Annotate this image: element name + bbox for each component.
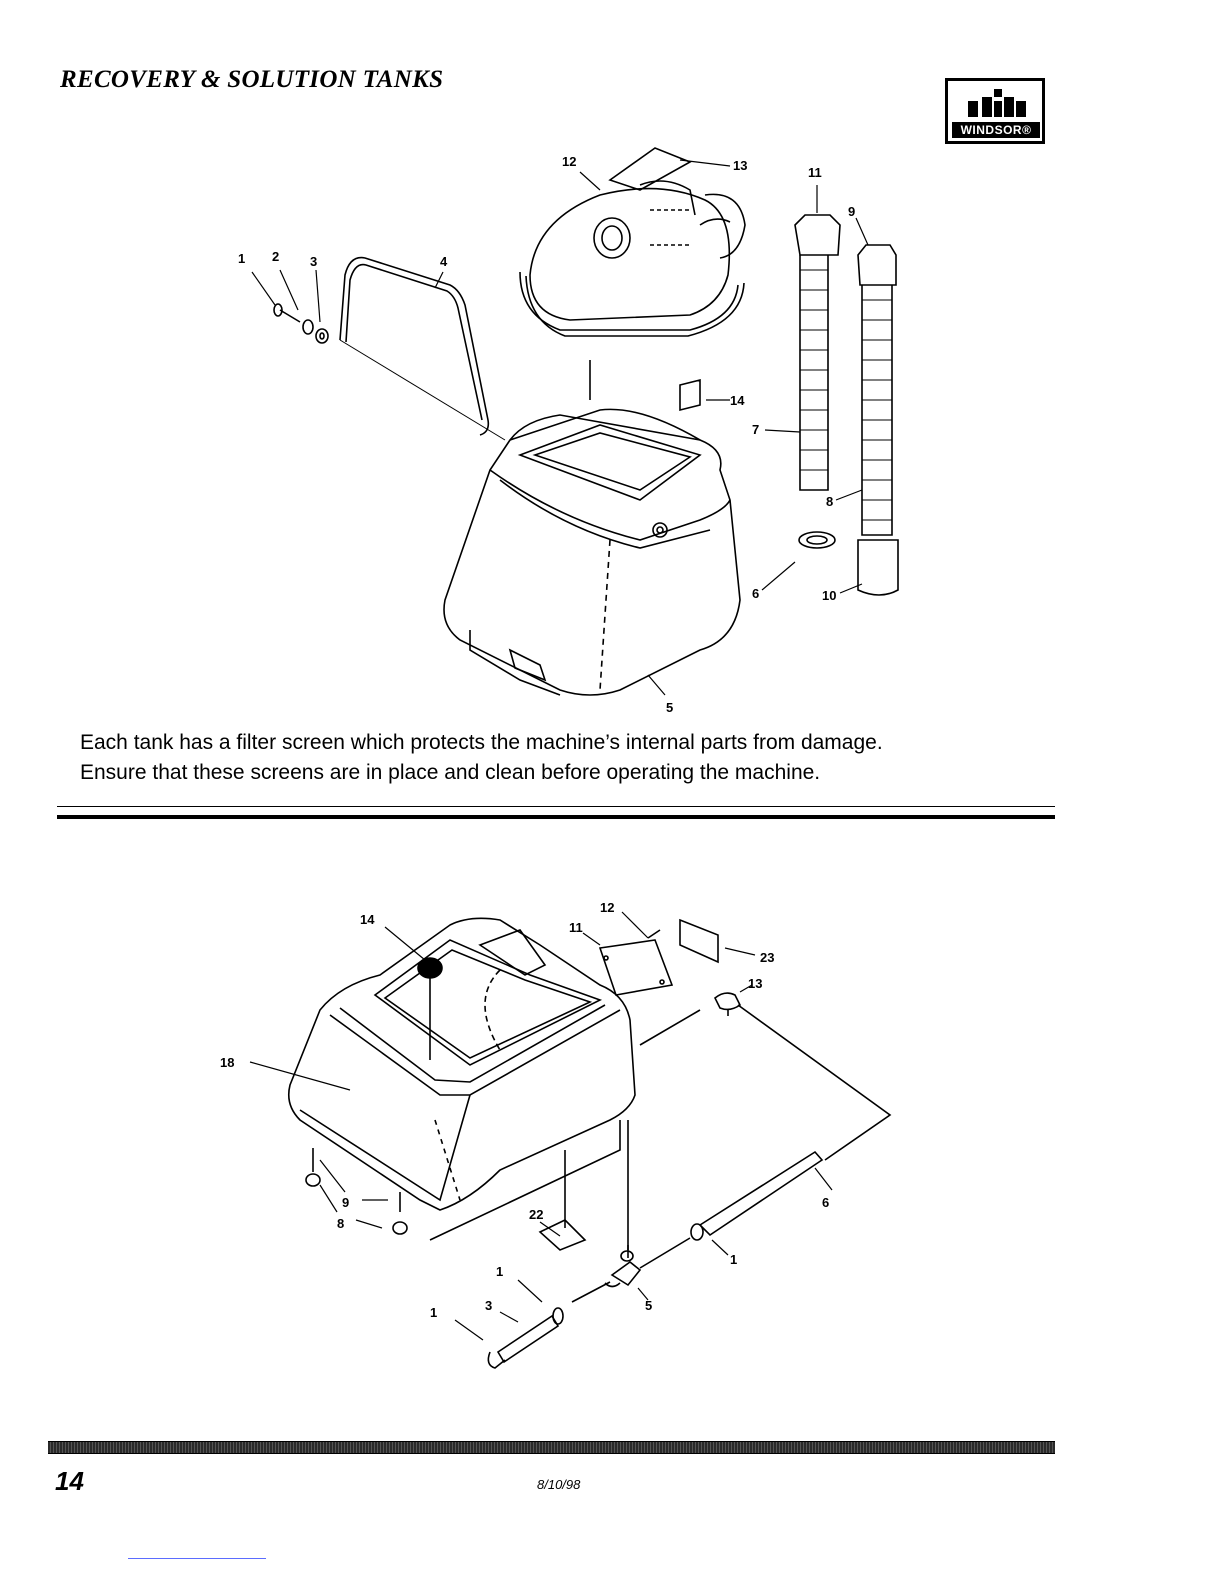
callout-leaders-top bbox=[252, 160, 868, 695]
page-number: 14 bbox=[55, 1466, 84, 1497]
divider-thick bbox=[57, 815, 1055, 819]
callout-b-9: 9 bbox=[342, 1195, 349, 1210]
caption: Each tank has a filter screen which prot… bbox=[80, 728, 1080, 788]
callout-labels-top: 1 2 3 4 5 6 7 8 9 10 11 12 13 14 bbox=[238, 154, 855, 715]
callout-9: 9 bbox=[848, 204, 855, 219]
callout-b-6: 6 bbox=[822, 1195, 829, 1210]
revision-date: 8/10/98 bbox=[537, 1477, 580, 1492]
bolt-assembly bbox=[274, 304, 328, 343]
callout-5: 5 bbox=[666, 700, 673, 715]
callout-b-13: 13 bbox=[748, 976, 762, 991]
recovery-tank-lid bbox=[520, 148, 745, 336]
callout-10: 10 bbox=[822, 588, 836, 603]
recovery-tank-diagram: 1 2 3 4 5 6 7 8 9 10 11 12 13 14 bbox=[0, 0, 1224, 720]
solution-tank-diagram: 14 18 9 8 22 1 1 3 5 1 6 11 12 23 13 bbox=[0, 820, 1224, 1380]
callout-11: 11 bbox=[808, 165, 822, 180]
tank-handle bbox=[340, 258, 505, 440]
solution-tank-body bbox=[289, 918, 635, 1240]
hose-right bbox=[858, 245, 898, 595]
divider-thin bbox=[57, 806, 1055, 807]
callout-1: 1 bbox=[238, 251, 245, 266]
plate-and-decals bbox=[540, 920, 718, 1250]
callout-b-22: 22 bbox=[529, 1207, 543, 1222]
callout-4: 4 bbox=[440, 254, 448, 269]
callout-8: 8 bbox=[826, 494, 833, 509]
footer-bar bbox=[48, 1441, 1055, 1454]
callout-b-5: 5 bbox=[645, 1298, 652, 1313]
callout-b-8: 8 bbox=[337, 1216, 344, 1231]
callout-14: 14 bbox=[730, 393, 745, 408]
callout-b-3: 3 bbox=[485, 1298, 492, 1313]
caption-line-2: Ensure that these screens are in place a… bbox=[80, 758, 1080, 788]
callout-6: 6 bbox=[752, 586, 759, 601]
callout-leaders-bottom bbox=[250, 912, 832, 1340]
callout-b-11: 11 bbox=[569, 920, 583, 935]
fill-cap bbox=[418, 958, 442, 1060]
bottom-underline bbox=[128, 1558, 266, 1559]
callout-b-18: 18 bbox=[220, 1055, 234, 1070]
callout-13: 13 bbox=[733, 158, 747, 173]
callout-7: 7 bbox=[752, 422, 759, 437]
callout-b-1c: 1 bbox=[730, 1252, 737, 1267]
callout-b-23: 23 bbox=[760, 950, 774, 965]
callout-labels-bottom: 14 18 9 8 22 1 1 3 5 1 6 11 12 23 13 bbox=[220, 900, 829, 1320]
callout-b-14: 14 bbox=[360, 912, 375, 927]
callout-2: 2 bbox=[272, 249, 279, 264]
callout-b-1a: 1 bbox=[496, 1264, 503, 1279]
recovery-tank-body bbox=[444, 360, 740, 695]
plumbing bbox=[488, 993, 890, 1368]
callout-b-12: 12 bbox=[600, 900, 614, 915]
caption-line-1: Each tank has a filter screen which prot… bbox=[80, 728, 1080, 758]
callout-3: 3 bbox=[310, 254, 317, 269]
hose-left bbox=[795, 215, 840, 548]
callout-b-1b: 1 bbox=[430, 1305, 437, 1320]
callout-12: 12 bbox=[562, 154, 576, 169]
